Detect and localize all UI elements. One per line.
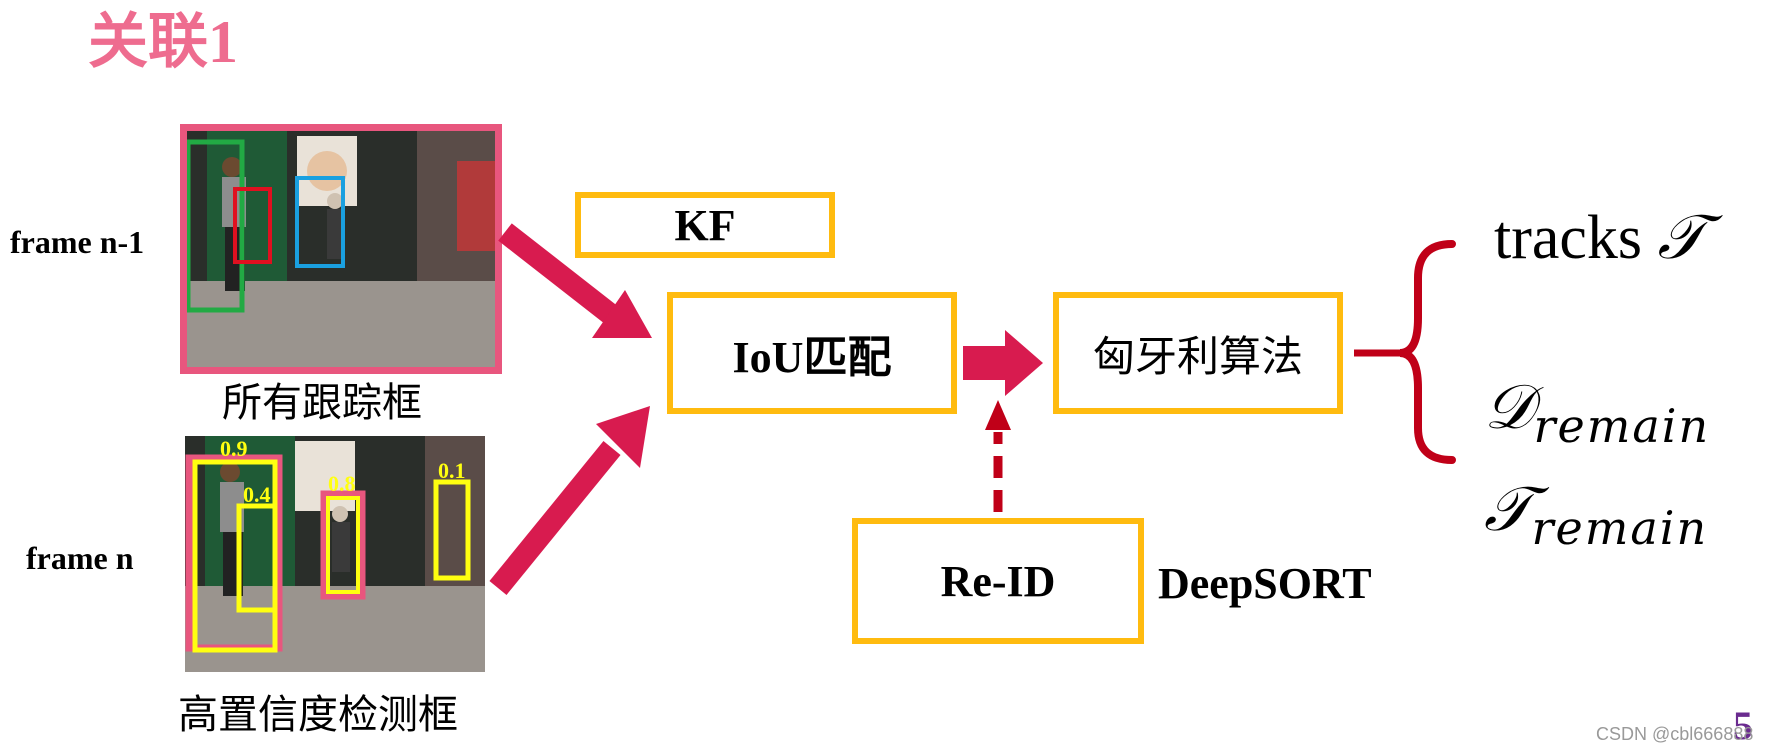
frame-prev-scene [187, 131, 495, 367]
t-remain-subscript: remain [1531, 501, 1709, 555]
output-t-remain: 𝒯remain [1484, 472, 1708, 555]
score-label: 0.4 [243, 482, 271, 507]
arrow-prev-to-iou [498, 223, 617, 323]
hungarian-label: 匈牙利算法 [1092, 331, 1303, 381]
frame-prev-image [180, 124, 502, 374]
d-remain-subscript: remain [1533, 399, 1711, 453]
detection-box-4 [433, 479, 471, 581]
track-box-green [187, 139, 245, 313]
page-number: 5 [1733, 703, 1753, 748]
score-label: 0.8 [328, 471, 356, 496]
score-label: 0.1 [438, 458, 466, 483]
arrow-head-cur [596, 406, 650, 468]
output-brace [1399, 240, 1456, 464]
caption-all-tracks: 所有跟踪框 [222, 380, 422, 426]
detection-box-3-inner [326, 496, 360, 594]
arrow-cur-to-iou [489, 441, 621, 595]
kf-block: KF [575, 192, 835, 258]
dashed-arrow-head [985, 400, 1011, 430]
detection-box-2 [236, 503, 278, 613]
reid-label: Re-ID [940, 556, 1056, 606]
iou-match-block: IoU匹配 [667, 292, 957, 414]
tracks-symbol: 𝒯 [1657, 200, 1706, 273]
slide-title: 关联1 [88, 9, 238, 75]
t-remain-symbol: 𝒯 [1484, 472, 1532, 545]
hungarian-block: 匈牙利算法 [1053, 292, 1343, 414]
arrow-head-prev [592, 290, 652, 338]
output-tracks: tracks 𝒯 [1494, 200, 1705, 274]
iou-match-label: IoU匹配 [732, 333, 892, 382]
detection-box-3 [320, 490, 366, 600]
kf-label: KF [674, 200, 736, 250]
frame-current-scene: 0.9 0.4 0.8 0.1 [185, 436, 485, 672]
frame-label-current: frame n [26, 540, 134, 576]
d-remain-symbol: 𝒟 [1484, 370, 1534, 443]
score-label: 0.9 [220, 436, 248, 461]
output-d-remain: 𝒟remain [1484, 370, 1710, 453]
tracks-word: tracks [1494, 204, 1643, 272]
arrow-iou-to-hungarian [963, 346, 1009, 380]
frame-label-prev: frame n-1 [10, 224, 145, 260]
track-box-blue [295, 176, 345, 268]
frame-current-image: 0.9 0.4 0.8 0.1 [185, 436, 485, 672]
csdn-watermark: CSDN @cbl666888 [1596, 724, 1754, 744]
track-box-red [233, 187, 272, 264]
arrow-head-hungarian [1005, 330, 1043, 396]
reid-block: Re-ID [852, 518, 1144, 644]
deepsort-annotation: DeepSORT [1158, 559, 1372, 608]
caption-high-conf-detections: 高置信度检测框 [178, 692, 458, 738]
